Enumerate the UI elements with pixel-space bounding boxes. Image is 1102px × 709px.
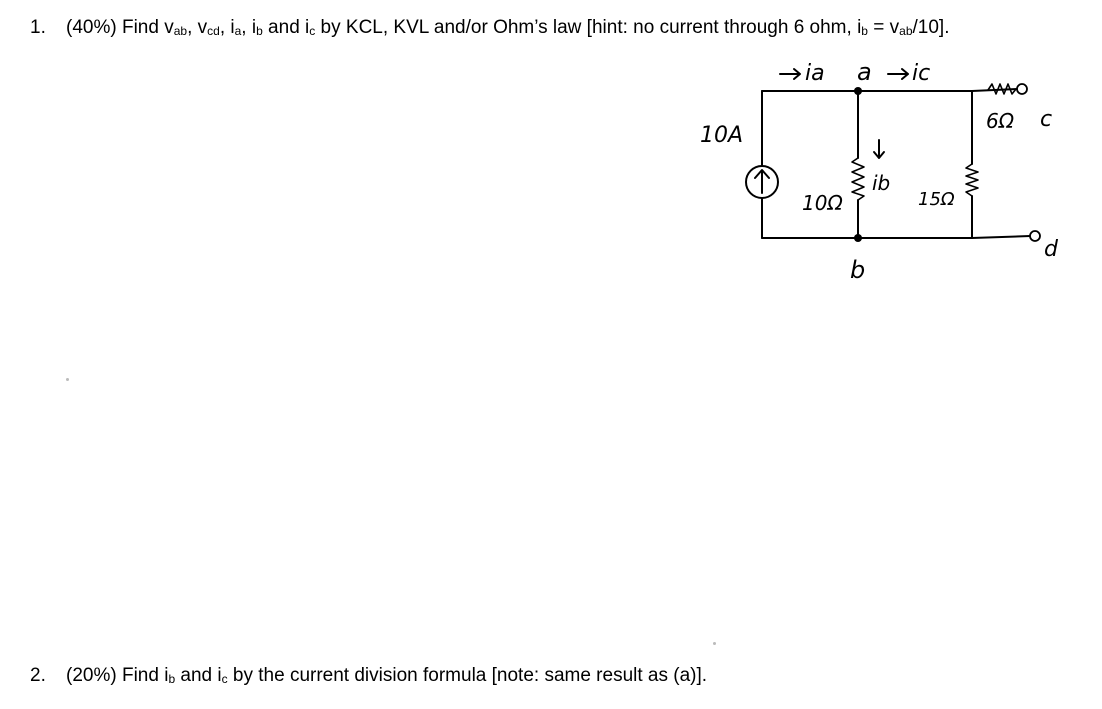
r1-label: 10Ω	[802, 191, 843, 215]
r3-label: 6Ω	[986, 109, 1015, 133]
arrow-right-icon	[779, 68, 801, 80]
resistor-15-ohm	[965, 163, 979, 197]
question-2: 2.(20%) Find ib and ic by the current di…	[30, 665, 708, 686]
var-v: v	[164, 17, 174, 38]
resistor-10-ohm	[851, 157, 865, 201]
r2-label: 15Ω	[918, 189, 955, 210]
terminal-d	[1029, 230, 1041, 242]
scan-speck	[66, 378, 69, 381]
arrow-right-icon	[887, 68, 909, 80]
arrow-down-icon	[873, 139, 885, 159]
bottom-wire	[761, 235, 1031, 239]
current-b-label: ib	[872, 171, 890, 195]
top-wire	[761, 88, 1018, 92]
resistor-6-ohm	[987, 83, 1017, 95]
current-a-label: ia	[805, 61, 825, 86]
node-b-dot	[854, 234, 862, 242]
node-a-dot	[854, 87, 862, 95]
node-d-label: d	[1044, 237, 1059, 262]
source-label: 10A	[700, 123, 743, 148]
question-number: 2.	[30, 665, 46, 686]
current-source-icon	[745, 165, 779, 199]
terminal-c	[1016, 83, 1028, 95]
node-b-label: b	[850, 256, 865, 284]
node-c-label: c	[1040, 107, 1052, 132]
scan-speck	[713, 642, 716, 645]
current-c-label: ic	[912, 61, 930, 86]
node-a-label: a	[857, 58, 872, 86]
question-1: 1.(40%) Find vab, vcd, ia, ib and ic by …	[30, 17, 950, 38]
question-number: 1.	[30, 17, 46, 38]
